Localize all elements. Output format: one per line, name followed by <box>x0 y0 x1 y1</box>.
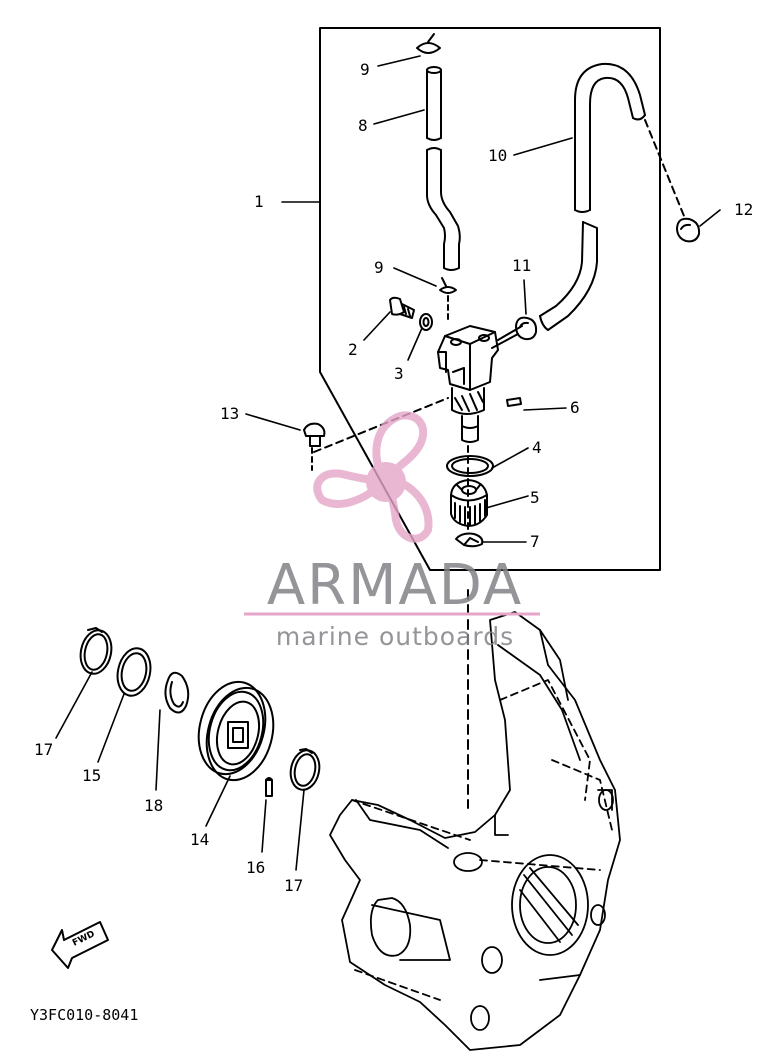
pin-part-6 <box>506 397 522 407</box>
label-part-9-top: 9 <box>360 60 370 79</box>
o-ring-part-4 <box>446 455 494 477</box>
propeller-logo-icon <box>313 411 433 543</box>
hose-part-8 <box>426 66 461 271</box>
clip-part-9-lower <box>439 277 457 323</box>
clip-part-9-top <box>416 33 441 54</box>
label-part-3: 3 <box>394 364 404 383</box>
oil-pump-body <box>437 325 523 443</box>
label-part-13: 13 <box>220 404 240 423</box>
label-part-17-left: 17 <box>34 740 54 759</box>
circlip-part-17-right <box>289 748 321 791</box>
label-part-8: 8 <box>358 116 368 135</box>
label-part-1: 1 <box>254 192 264 211</box>
watermark-title: ARMADA <box>266 553 524 618</box>
fwd-arrow-icon <box>51 921 109 969</box>
label-part-12: 12 <box>734 200 754 219</box>
label-part-4: 4 <box>532 438 542 457</box>
label-part-14: 14 <box>190 830 210 849</box>
washer-part-3 <box>419 313 433 331</box>
cap-part-12 <box>676 217 701 243</box>
clip-part-7 <box>455 532 484 548</box>
assembly-bracket-outline <box>319 27 661 571</box>
label-part-10: 10 <box>488 146 508 165</box>
screw-part-13 <box>303 422 326 447</box>
crankcase-housing <box>329 611 621 1051</box>
circlip-part-18 <box>164 671 190 714</box>
label-part-15: 15 <box>82 766 102 785</box>
label-part-2: 2 <box>348 340 358 359</box>
washer-part-15 <box>116 647 152 697</box>
label-part-17-right: 17 <box>284 876 304 895</box>
gear-part-5 <box>450 479 488 527</box>
label-part-18: 18 <box>144 796 164 815</box>
bolt-part-2 <box>389 296 415 319</box>
label-part-7: 7 <box>530 532 540 551</box>
label-part-5: 5 <box>530 488 540 507</box>
leader-lines <box>55 55 721 871</box>
hose-to-cap-guide <box>644 119 685 217</box>
label-part-11: 11 <box>512 256 532 275</box>
hose-part-10 <box>539 62 646 331</box>
label-part-6: 6 <box>570 398 580 417</box>
watermark-subtitle: marine outboards <box>275 622 515 651</box>
drawing-code: Y3FC010-8041 <box>30 1006 139 1024</box>
label-part-9-lower: 9 <box>374 258 384 277</box>
pin-part-16 <box>265 777 273 797</box>
label-part-16: 16 <box>246 858 266 877</box>
